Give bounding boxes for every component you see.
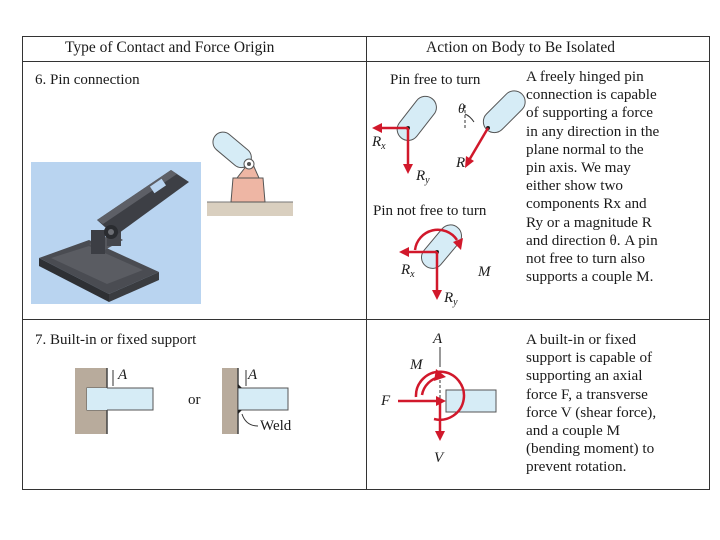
label-a-left: A	[118, 367, 128, 383]
row6-desc-line: connection is capable	[526, 86, 657, 104]
row6-desc-line: in any direction in the	[526, 122, 660, 140]
row6-desc-line: Ry or a magnitude R	[526, 213, 652, 231]
fixed-support-force-diagram	[398, 347, 497, 441]
column-header-action: Action on Body to Be Isolated	[426, 39, 615, 56]
pin-schematic	[207, 131, 293, 216]
label-v: V	[434, 450, 444, 466]
row6-desc-line: plane normal to the	[526, 140, 644, 158]
label-m-couple: M	[410, 357, 423, 373]
pin-not-free-diagram	[399, 224, 463, 300]
label-m: M	[478, 264, 491, 280]
pin-photo-drawing	[39, 170, 189, 302]
label-rx: Rx	[372, 134, 386, 152]
table-right-border	[709, 36, 710, 490]
row7-desc-line: support is capable of	[526, 349, 653, 367]
or-text: or	[188, 392, 201, 408]
row6-desc-line: pin axis. We may	[526, 159, 631, 176]
contact-table	[22, 36, 710, 490]
label-rx-2: Rx	[401, 262, 415, 280]
built-in-support-diagram	[75, 368, 154, 434]
row6-desc-line: supports a couple M.	[526, 268, 654, 286]
row6-desc-line: either show two	[526, 177, 624, 195]
row7-desc-line: force V (shear force),	[526, 403, 657, 421]
pin-not-free-caption: Pin not free to turn	[373, 203, 487, 219]
label-r: R	[456, 155, 466, 171]
pin-free-caption: Pin free to turn	[390, 72, 481, 88]
label-ry-2: Ry	[444, 290, 458, 308]
row6-desc-line: not free to turn also	[526, 250, 645, 267]
label-theta: θ	[458, 102, 465, 117]
column-header-contact: Type of Contact and Force Origin	[65, 39, 275, 56]
label-a-right: A	[248, 367, 258, 383]
row7-desc-line: prevent rotation.	[526, 458, 627, 476]
row6-desc-line: and direction θ. A pin	[526, 231, 658, 249]
pin-connection-photo	[31, 162, 201, 304]
column-divider	[366, 36, 367, 490]
row7-title: 7. Built-in or fixed support	[35, 332, 197, 348]
row7-desc-line: supporting an axial	[526, 367, 643, 385]
row7-desc-line: force F, a transverse	[526, 385, 648, 403]
row6-desc-line: of supporting a force	[526, 104, 653, 122]
label-a: A	[433, 331, 443, 347]
row7-desc-line: A built-in or fixed	[526, 331, 637, 348]
weld-label: Weld	[260, 418, 292, 434]
welded-support-diagram	[222, 368, 289, 434]
label-ry: Ry	[416, 168, 430, 186]
row7-desc-line: and a couple M	[526, 422, 621, 439]
table-left-border	[22, 36, 23, 490]
row7-desc-line: (bending moment) to	[526, 440, 655, 458]
row6-desc-line: components Rx and	[526, 195, 647, 213]
row6-desc-line: A freely hinged pin	[526, 68, 644, 85]
pin-free-diagram	[372, 90, 526, 174]
row6-title: 6. Pin connection	[35, 72, 140, 88]
label-f: F	[381, 393, 391, 409]
